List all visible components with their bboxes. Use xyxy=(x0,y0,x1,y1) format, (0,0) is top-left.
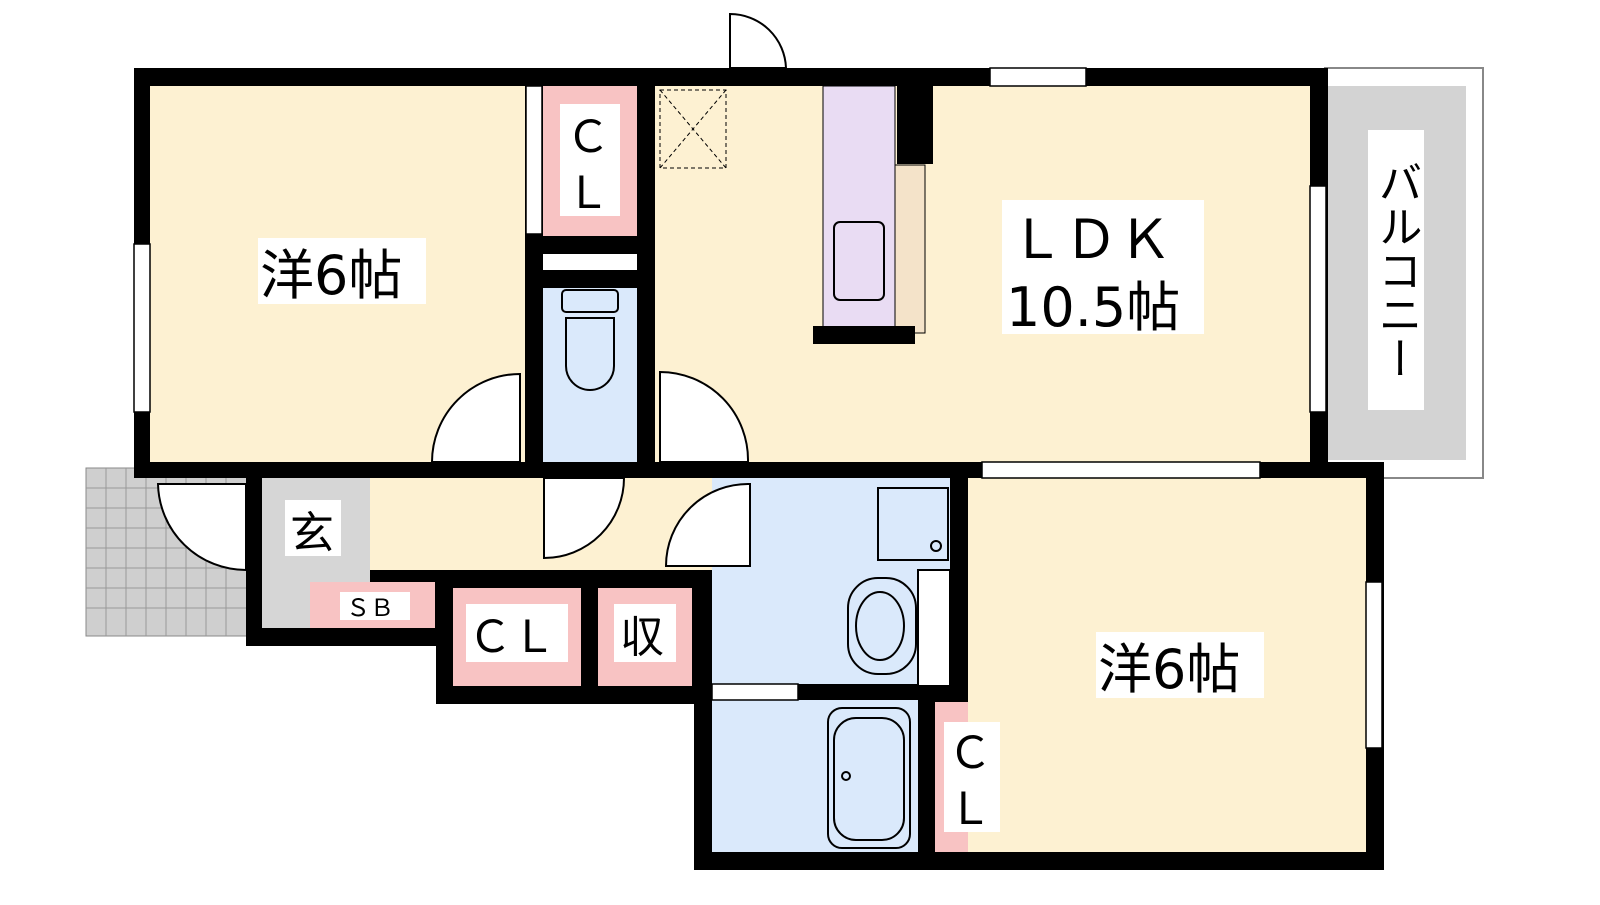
closet-right-label-l: Ｌ xyxy=(948,784,992,835)
balcony xyxy=(1324,67,1484,479)
washroom xyxy=(712,478,950,684)
closet-right-label-c: Ｃ xyxy=(948,728,992,779)
windows xyxy=(133,67,1383,749)
storage-label: 収 xyxy=(620,612,664,663)
closet-top-label-l: Ｌ xyxy=(566,168,610,219)
western-room-2-label: 洋6帖 xyxy=(1098,638,1240,701)
closet-right-wall-fill xyxy=(1008,702,1024,826)
balcony-label: バルコニー xyxy=(1371,160,1422,380)
closet-top-label-c: Ｃ xyxy=(566,112,610,163)
pipe-space xyxy=(543,254,637,270)
closet-top-frame xyxy=(560,104,620,216)
washbasin-icon xyxy=(847,487,949,675)
entrance-label: 玄 xyxy=(290,508,334,559)
doors xyxy=(156,12,788,572)
toilet-room xyxy=(543,288,637,462)
wall-cover xyxy=(917,569,951,687)
fridge-space xyxy=(659,89,727,169)
shoe-box-label: ＳＢ xyxy=(346,594,394,622)
toilet-icon xyxy=(561,289,619,391)
closet-hall-label: ＣＬ xyxy=(468,612,556,663)
bathroom xyxy=(712,700,918,852)
ldk-size-label: 10.5帖 xyxy=(1006,276,1180,339)
ldk-label: ＬＤＫ xyxy=(1010,208,1172,271)
ldk-room xyxy=(655,86,1310,462)
western-room-1-label: 洋6帖 xyxy=(260,244,402,307)
kitchen-counter xyxy=(813,85,933,344)
bathtub-icon xyxy=(827,707,911,849)
